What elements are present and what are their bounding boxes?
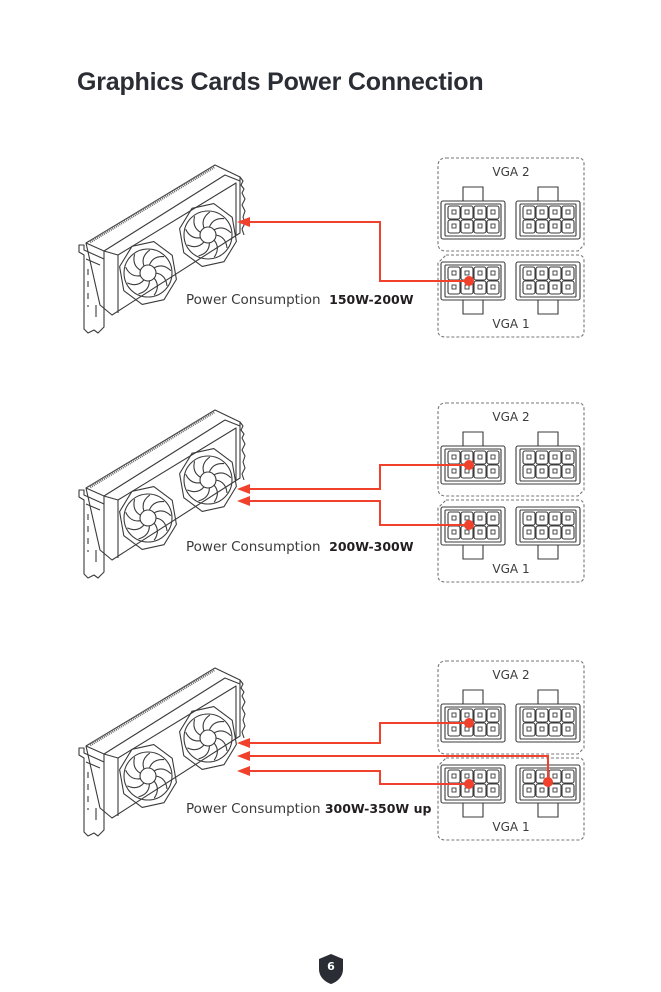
power-cable-line [237, 217, 474, 286]
vga1-group-box [437, 254, 585, 338]
vga1-label: VGA 1 [492, 562, 529, 576]
power-cable-line [237, 766, 474, 789]
vga2-label: VGA 2 [492, 410, 529, 424]
diagram-200-300w: VGA 2 VGA 1 [78, 402, 585, 583]
section-300-350w: VGA 2 VGA 1 Power Consumption 300W-350W u… [0, 658, 661, 858]
fan-icon [183, 455, 233, 505]
latch [462, 545, 484, 560]
latch [537, 545, 559, 560]
latch [537, 803, 559, 818]
connection-dot [543, 777, 553, 787]
shield-icon [319, 954, 343, 984]
vga1-label: VGA 1 [492, 317, 529, 331]
power-cable-line [237, 718, 474, 748]
power-consumption-caption: Power Consumption 300W-350W up [186, 801, 431, 817]
connection-dot [464, 276, 474, 286]
fan-icon [183, 713, 233, 763]
pcie-8pin-connector-icon [515, 261, 581, 315]
graphics-card-icon [78, 164, 246, 334]
power-consumption-caption: Power Consumption 200W-300W [186, 539, 414, 555]
caption-label: Power Consumption [186, 292, 321, 308]
page-number: 6 [327, 960, 335, 973]
pcie-8pin-connector-icon [440, 261, 506, 315]
power-cable-line [237, 496, 474, 530]
pcie-8pin-connector-icon [440, 764, 506, 818]
latch [537, 300, 559, 315]
fan-icon [123, 751, 173, 801]
power-cable-line [237, 751, 553, 787]
section-150-200w: VGA 2 VGA 1 Power Consumption 150W-200W [0, 155, 661, 355]
pcie-8pin-connector-icon [515, 689, 581, 743]
fan-shroud [119, 744, 177, 808]
vga1-label: VGA 1 [492, 820, 529, 834]
fan-icon [183, 210, 233, 260]
caption-label: Power Consumption [186, 539, 321, 555]
connection-dot [464, 718, 474, 728]
section-200-300w: VGA 2 VGA 1 Power Consumption 200W-300W [0, 400, 661, 600]
caption-value: 150W-200W [329, 292, 414, 307]
pcie-8pin-connector-icon [440, 689, 506, 743]
arrow-head [237, 751, 250, 761]
graphics-card-icon [78, 409, 246, 579]
latch [462, 689, 484, 704]
fan-shroud [119, 486, 177, 550]
connection-dot [464, 779, 474, 789]
arrow-head [237, 738, 250, 748]
power-consumption-caption: Power Consumption 150W-200W [186, 292, 414, 308]
fan-shroud [179, 706, 237, 770]
latch [462, 431, 484, 446]
vga2-label: VGA 2 [492, 668, 529, 682]
connection-dot [464, 520, 474, 530]
arrow-head [237, 496, 250, 506]
fan-shroud [179, 203, 237, 267]
vga2-group-box [437, 660, 585, 755]
connection-dot [464, 460, 474, 470]
caption-label: Power Consumption [186, 801, 321, 817]
pcie-8pin-connector-icon [515, 431, 581, 485]
latch [537, 186, 559, 201]
fan-icon [123, 493, 173, 543]
page-number-badge: 6 [317, 953, 345, 985]
vga2-group-box [437, 402, 585, 497]
latch [462, 300, 484, 315]
caption-value: 200W-300W [329, 539, 414, 554]
latch [462, 803, 484, 818]
pcie-8pin-connector-icon [440, 186, 506, 240]
vga2-group-box [437, 157, 585, 252]
pcie-8pin-connector-icon [440, 431, 506, 485]
fan-shroud [119, 241, 177, 305]
arrow-head [237, 484, 250, 494]
pcie-8pin-connector-icon [515, 506, 581, 560]
graphics-card-icon [78, 667, 246, 837]
vga1-group-box [437, 757, 585, 841]
fan-icon [123, 248, 173, 298]
diagram-150-200w: VGA 2 VGA 1 [78, 157, 585, 338]
latch [462, 186, 484, 201]
power-cable-line [237, 460, 474, 494]
pcie-8pin-connector-icon [440, 506, 506, 560]
vga2-label: VGA 2 [492, 165, 529, 179]
latch [537, 431, 559, 446]
caption-value: 300W-350W up [324, 801, 432, 816]
page-title: Graphics Cards Power Connection [77, 68, 484, 96]
pcie-8pin-connector-icon [515, 186, 581, 240]
diagram-300-350w: VGA 2 VGA 1 [78, 660, 585, 841]
fan-shroud [179, 448, 237, 512]
vga1-group-box [437, 499, 585, 583]
arrow-head [237, 217, 250, 227]
arrow-head [237, 766, 250, 776]
latch [537, 689, 559, 704]
